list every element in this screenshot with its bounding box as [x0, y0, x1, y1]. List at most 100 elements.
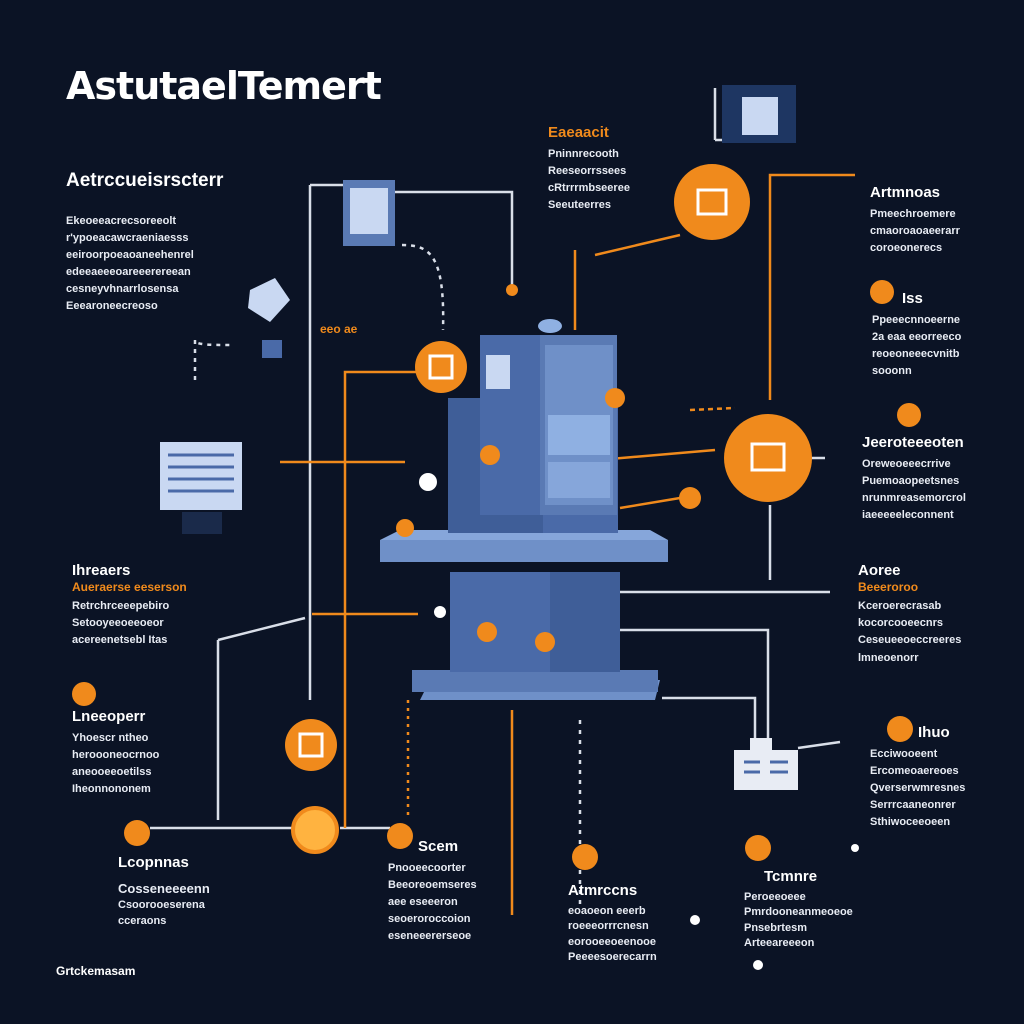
orange-dots	[72, 280, 921, 870]
intro-line: cesneyvhnarrlosensa	[66, 282, 179, 295]
top-label-line: cRtrrrmbseeree	[548, 182, 630, 195]
orange-hub-nodes	[285, 164, 812, 854]
right-top-line: Pmeechroemere	[870, 208, 956, 220]
top-label-heading: Eaeaacit	[548, 124, 609, 141]
connector-line	[395, 190, 514, 285]
right-top-line: coroeonerecs	[870, 242, 943, 255]
screen-panel	[722, 85, 796, 143]
bottom-right-block: Tcmnre Peroeeoeee Pmrdooneanmeoeoe Pnseb…	[744, 868, 853, 952]
bottom-center-line: eorooeeoeenooe	[568, 935, 657, 948]
white-dots	[419, 473, 859, 970]
right-mid-block: Jeeroteeeoten Oreweoeeecrrive Puemoaopee…	[862, 434, 966, 524]
left-lower-line: heroooneocrnoo	[72, 749, 160, 762]
intro-line: edeeaeeeoareeerereean	[66, 265, 191, 278]
footer-text: Grtckemasam	[56, 964, 136, 978]
bottom-left-line: Csoorooeserena	[118, 899, 205, 912]
left-lower-heading: Lneeoperr	[72, 708, 146, 725]
intro-line: Ekeoeeacrecsoreeolt	[66, 214, 177, 227]
right-bottom-block: Ihuo Ecciwooeent Ercomeoaereoes Qverserw…	[870, 724, 965, 831]
left-mid-heading: Ihreaers	[72, 562, 131, 579]
server-tower	[380, 319, 668, 700]
right-bottom-line: Sthiwoceeoeen	[870, 816, 951, 829]
connector-line	[594, 233, 681, 257]
connector-line	[217, 616, 306, 642]
bottom-center-heading: Atmrccns	[568, 882, 638, 899]
bottom-mid-line: Pnooeecoorter	[388, 862, 466, 874]
bottom-right-line: Pnsebrtesm	[744, 921, 807, 934]
bottom-right-heading: Tcmnre	[764, 868, 818, 885]
right-iss-line: sooonn	[872, 365, 912, 378]
left-lower-line: Yhoescr ntheo	[72, 732, 149, 744]
intro-heading: Aetrccueisrscterr	[66, 170, 224, 191]
right-lower-line: Kceroerecrasab	[858, 600, 942, 613]
bottom-center-line: roeeeorrrcnesn	[568, 920, 649, 933]
bottom-mid-heading: Scem	[418, 838, 459, 855]
right-mid-line: iaeeeeeleconnent	[862, 509, 954, 522]
intro-block: Aetrccueisrscterr Ekeoeeacrecsoreeolt r'…	[66, 170, 223, 315]
intro-line: eeiroorpoeaoaneehenrel	[66, 248, 194, 261]
bottom-left-block: Lcopnnas Cosseneeeenn Csoorooeserena cce…	[118, 854, 210, 929]
bottom-mid-block: Scem Pnooeecoorter Beeoreoemseres aee es…	[388, 838, 477, 945]
right-top-block: Artmnoas Pmeechroemere cmaoroaoaeerarr c…	[870, 184, 960, 257]
left-lower-block: Lneeoperr Yhoescr ntheo heroooneocrnoo a…	[72, 708, 159, 798]
right-lower-block: Aoree Beeeroroo Kceroerecrasab kocorcooe…	[858, 562, 961, 667]
top-label-line: Pninnrecooth	[548, 148, 619, 160]
bottom-left-line: cceraons	[118, 914, 167, 927]
bottom-mid-line: aee eseeeron	[388, 896, 458, 909]
right-bottom-line: Qverserwmresnes	[870, 782, 966, 795]
connector-line	[797, 740, 841, 750]
right-mid-line: nrunmreasemorcrol	[862, 492, 966, 505]
connector-line	[401, 243, 445, 331]
connector-line	[768, 173, 855, 400]
bottom-right-line: Pmrdooneanmeoeoe	[744, 906, 853, 919]
right-lower-orange-line: Beeeroroo	[858, 580, 919, 594]
top-label-line: Seeuteerres	[548, 199, 611, 212]
connector-line	[343, 370, 420, 395]
bottom-center-line: eoaoeon eeerb	[568, 905, 646, 917]
right-lower-line: kocorcooeecnrs	[858, 617, 943, 630]
connector-line	[193, 339, 231, 380]
left-mid-block: Ihreaers Aueraerse eeserson Retrchrceeep…	[72, 562, 187, 650]
right-mid-line: Puemoaopeetsnes	[862, 475, 960, 488]
bottom-center-line: Peeeesoerecarrn	[568, 951, 657, 964]
right-mid-line: Oreweoeeecrrive	[862, 458, 951, 470]
connector-line	[662, 696, 757, 740]
right-bottom-line: Ercomeoaereoes	[870, 765, 959, 778]
bottom-right-line: Peroeeoeee	[744, 891, 806, 903]
page-title: AstutaelTemert	[66, 64, 382, 108]
right-top-line: cmaoroaoaeerarr	[870, 225, 960, 238]
right-lower-heading: Aoree	[858, 562, 901, 579]
bottom-center-block: Atmrccns eoaoeon eeerb roeeeorrrcnesn eo…	[568, 882, 657, 966]
cloud-cube-icon	[248, 278, 290, 358]
bottom-left-line: Cosseneeeenn	[118, 881, 210, 896]
right-bottom-heading: Ihuo	[918, 724, 950, 741]
right-iss-line: 2a eaa eeorreeco	[872, 331, 962, 344]
bottom-mid-line: eseneeererseoe	[388, 930, 472, 943]
right-lower-line: lmneoenorr	[858, 651, 919, 664]
right-mid-heading: Jeeroteeeoten	[862, 434, 964, 451]
right-iss-heading: Iss	[902, 290, 923, 307]
bottom-mid-line: Beeoreoemseres	[388, 879, 477, 892]
connector-line	[689, 406, 736, 412]
right-iss-line: Ppeeecnnoeerne	[872, 314, 961, 326]
left-mid-orange-line: Aueraerse eeserson	[72, 580, 187, 594]
right-top-heading: Artmnoas	[870, 184, 941, 201]
document-panel	[160, 442, 242, 534]
top-label-line: Reeseorrssees	[548, 165, 627, 178]
monitor-panel	[343, 180, 395, 246]
right-iss-block: Iss Ppeeecnnoeerne 2a eaa eeorreeco reoe…	[872, 290, 961, 380]
connector-line	[308, 183, 348, 700]
left-lower-line: aneooeeoetilss	[72, 766, 152, 779]
right-iss-line: reoeoneeecvnitb	[872, 348, 960, 361]
left-lower-line: Iheonnononem	[72, 783, 151, 796]
bottom-left-heading: Lcopnnas	[118, 854, 189, 871]
left-mid-line: acereenetsebl Itas	[72, 634, 168, 647]
connector-line	[619, 496, 681, 510]
intro-line: Eeearoneecreoso	[66, 300, 158, 313]
bottom-right-line: Arteeareeeon	[744, 937, 815, 950]
right-lower-line: Ceseueeoeccreeres	[858, 634, 962, 647]
left-mid-line: Setooyeeoeeoeor	[72, 617, 164, 630]
top-label-block: Eaeaacit Pninnrecooth Reeseorrssees cRtr…	[548, 124, 630, 214]
